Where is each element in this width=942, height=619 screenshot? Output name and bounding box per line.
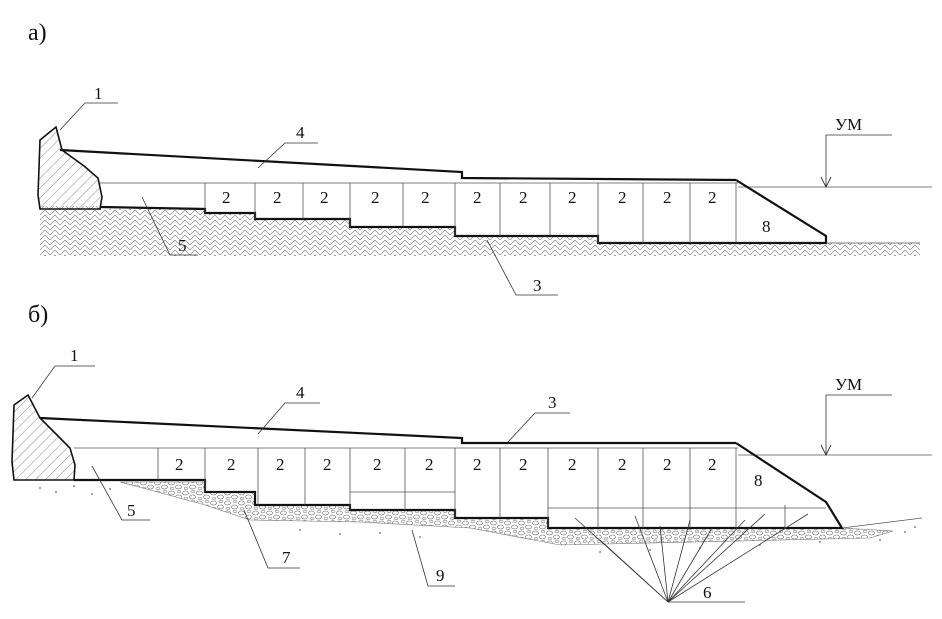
figure-a-water-arrow [820, 176, 832, 189]
figure-b-callout-1: 1 [70, 346, 79, 365]
figure-b-quay-wall [11, 393, 76, 481]
figure-b: б) [11, 302, 932, 603]
figure-a-leader-1 [59, 102, 118, 131]
figure-a-water-label: УМ [835, 115, 862, 134]
figure-b-block-label: 2 [425, 455, 434, 474]
figure-b-block-label: 2 [663, 455, 672, 474]
figure-a-callout-4: 4 [296, 123, 305, 142]
figure-b-end-block-label: 8 [754, 471, 763, 490]
figure-a-quay-wall [37, 125, 103, 210]
figure-b-callout-5: 5 [127, 501, 136, 520]
figure-b-leader-3 [507, 412, 570, 443]
figure-b-callout-9: 9 [436, 566, 445, 585]
figure-b-callout-4: 4 [296, 383, 305, 402]
figure-a-block-label: 2 [708, 188, 717, 207]
figure-a-block-label: 2 [618, 188, 627, 207]
figure-b-seabed-speckle [39, 485, 916, 553]
figure-a-block-label: 2 [473, 188, 482, 207]
figure-a-block-label: 2 [519, 188, 528, 207]
figure-a-block-dividers [204, 183, 737, 243]
figure-b-block-label: 2 [519, 455, 528, 474]
figure-a-callout-3: 3 [533, 276, 542, 295]
figure-a-leader-3 [486, 239, 558, 296]
figure-b-water-marker [825, 394, 892, 455]
figure-b-callout-6: 6 [703, 583, 712, 602]
figure-b-callout-3: 3 [548, 393, 557, 412]
figure-a-block-label: 2 [568, 188, 577, 207]
figure-a-callout-1: 1 [94, 84, 103, 103]
figure-b-water-arrow [820, 444, 832, 457]
figure-b-water-label: УМ [835, 375, 862, 394]
figure-b-leader-6-fan [574, 513, 809, 603]
figure-b-leader-9 [411, 529, 455, 587]
figure-b-leader-1 [31, 365, 95, 399]
figure-b-block-label: 2 [708, 455, 717, 474]
figure-b-block-label: 2 [175, 455, 184, 474]
figure-a-end-block-label: 8 [762, 217, 771, 236]
figure-b-block-label: 2 [276, 455, 285, 474]
figure-b-block-label: 2 [227, 455, 236, 474]
figure-b-ice-top [39, 416, 736, 445]
figure-b-block-label: 2 [373, 455, 382, 474]
figure-a-ice-top [59, 148, 737, 182]
figure-a-water-marker [825, 134, 892, 187]
figure-b-callout-7: 7 [282, 548, 291, 567]
figure-b-seabed-line [841, 517, 923, 529]
figure-a-block-label: 2 [222, 188, 231, 207]
figure-b-leader-7 [243, 509, 300, 569]
figure-b-leader-4 [257, 402, 320, 435]
figure-b-block-label: 2 [618, 455, 627, 474]
figure-a-block-label: 2 [371, 188, 380, 207]
figure-b-block-label: 2 [473, 455, 482, 474]
figure-a-leader-4 [257, 142, 318, 169]
figure-b-block-label: 2 [568, 455, 577, 474]
figure-b-block-label: 2 [323, 455, 332, 474]
figure-a-block-label: 2 [421, 188, 430, 207]
figure-a-block-label: 2 [663, 188, 672, 207]
figure-b-bottom-profile [74, 442, 844, 530]
figure-a-leader-5 [141, 196, 198, 256]
figure-a-bottom-profile [99, 179, 828, 245]
figure-a-callout-5: 5 [178, 236, 187, 255]
figure-a-label: а) [28, 20, 47, 46]
figure-a-block-label: 2 [320, 188, 329, 207]
figure-b-leader-5 [91, 465, 150, 521]
figure-a: а) 2 2 2 [28, 20, 932, 296]
figure-b-label: б) [28, 302, 48, 328]
figure-a-block-label: 2 [273, 188, 282, 207]
figure-b-block-dividers [157, 448, 826, 528]
